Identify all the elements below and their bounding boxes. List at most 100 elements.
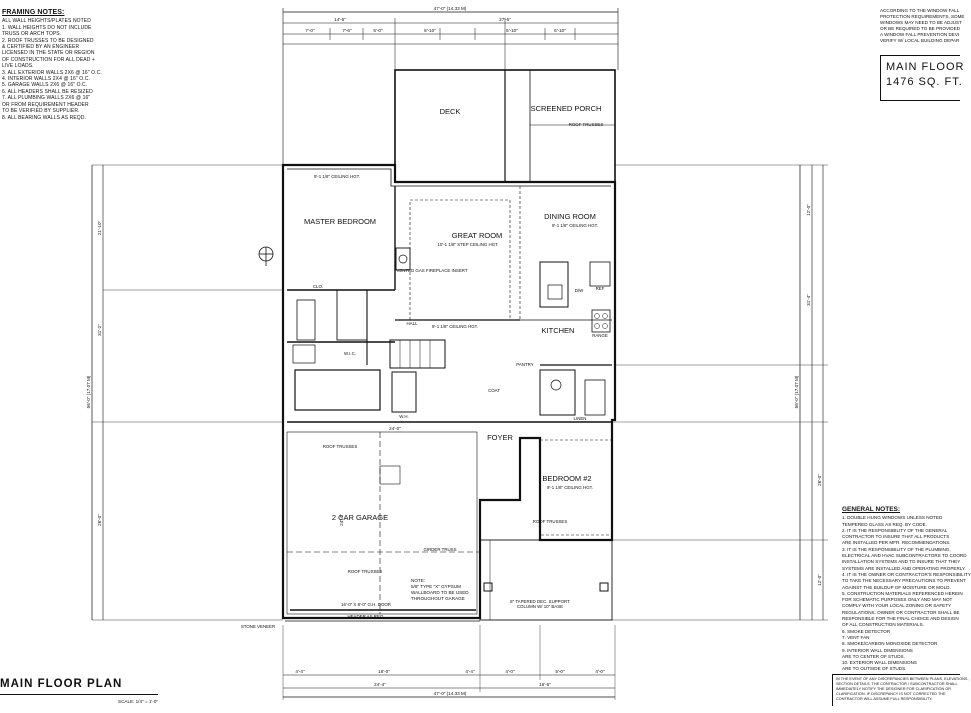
label-hall: HALL [407,321,419,326]
area-box-title: MAIN FLOOR [886,61,965,73]
label-master-bedroom: MASTER BEDROOM [304,217,376,226]
stair [389,339,446,369]
porch-column [483,582,493,592]
inner-wall [287,168,611,187]
roof-truss-note: ROOF TRUSSES [323,444,358,449]
label-screened-porch: SCREENED PORCH [531,104,602,113]
discrepancy-disclaimer: IN THE EVENT OF ANY DISCREPANCIES BETWEE… [832,674,969,706]
dim-text: 4'-4" [295,669,305,674]
step-ceiling [409,199,511,321]
label-great-room: GREAT ROOM [452,231,503,240]
burner [602,323,608,329]
dim-text: 14'-6" [334,17,346,22]
porch-column [599,582,609,592]
dim-text: 12'-0" [817,574,822,586]
floor-area-box: MAIN FLOOR 1476 SQ. FT. [880,55,965,101]
tapered-column-note: COLUMN W/ 10" BASE [517,604,563,609]
burner [594,313,600,319]
label-linen: LINEN [574,416,587,421]
dim-text: 12'-0" [806,204,811,216]
dim-text: 26'-0" [817,474,822,486]
note-line: WINDOWS MAY NEED TO BE ADJUST [880,20,962,25]
roof-truss-note: ROOF TRUSSES [348,569,383,574]
window-fall-note: ACCORDING TO THE WINDOW FALL PROTECTION … [880,8,965,44]
general-note-line: RESPONSIBLE FOR THE FINAL CHOICE AND DES… [842,616,959,622]
dim-text: 21'-10" [97,221,102,236]
dim-text: 24'-4" [374,682,386,687]
general-note-line: 5. CONSTRUCTION MATERIALS REFERENCED HER… [842,590,963,596]
framing-notes-heading: FRAMING NOTES: [2,9,65,16]
framing-note-line: TO BE VERIFIED BY SUPPLIER. [2,108,80,115]
label-deck: DECK [440,107,461,116]
framing-note-line: & CERTIFIED BY AN ENGINEER [2,44,80,51]
dim-text: 16'-0" [378,669,390,674]
fireplace [395,247,411,271]
framing-note-line: LIVE LOADS. [2,63,34,70]
roof-truss-note: ROOF TRUSSES [569,122,604,127]
disclaimer-line: CLARIFICATION. IF DISCREPANCY IS NOT COR… [836,692,946,696]
general-note-line: COMPLY WITH YOUR LOCAL ZONING OR SAFETY [842,603,952,609]
general-note-line: 8. SMOKE/CARBON MONOXIDE DETECTOR [842,641,938,647]
general-note-line: TEMPERED GLASS AS REQ. BY CODE. [842,521,927,527]
general-note-line: SYSTEMS ARE INSTALLED AND OPERATING PROP… [842,565,966,571]
toilet [550,379,562,391]
general-note-line: ARE TO CENTER OF STUDS. [842,653,905,659]
label-ref: REF [596,286,605,291]
fireplace-note: VENTED GAS FIREPLACE INSERT [396,268,467,273]
front-porch [479,539,613,621]
label-garage: 2 CAR GARAGE [332,513,388,522]
disclaimer-line: IN THE EVENT OF ANY DISCREPANCIES BETWEE… [836,677,969,681]
burner [594,323,600,329]
hall-bath [539,369,576,416]
label-coat: COAT [488,388,500,393]
framing-note-line: LICENSED IN THE STATE OR REGION [2,50,95,57]
garage-interior [286,431,478,615]
general-note-line: 4. IT IS THE OWNER OR CONTRACTOR'S RESPO… [842,571,971,577]
dim-text: 5'-10" [506,28,518,33]
tapered-column-note: 8" TAPERED DEC. SUPPORT [510,599,570,604]
gypsum-note: 5/8" TYPE "X" GYPSUM [411,584,461,589]
disclaimer-line: CONTRACTOR WILL ASSUME FULL RESPONSIBILI… [836,697,933,701]
framing-note-line: OF CONSTRUCTION FOR ALL DEAD + [2,56,95,63]
stone-veneer-note: STONE VENEER [241,624,275,629]
label-pantry: PANTRY [516,362,533,367]
area-box-sqft: 1476 SQ. FT. [886,76,963,88]
general-note-line: 7. VENT FAN [842,634,870,640]
dim-text: 31'-2" [97,324,102,336]
dim-garage-depth: 24'-4" [339,514,344,526]
dim-text: 27'-6" [499,17,511,22]
mudroom [294,369,381,411]
dim-text: 4'-0" [505,669,515,674]
general-note-line: 9. INTERIOR WALL DIMENSIONS [842,647,913,653]
framing-note-line: ALL WALL HEIGHTS/PLATES NOTED [2,18,91,25]
note-line: ACCORDING TO THE WINDOW FALL [880,8,960,13]
garage-header-note: HEADER AS REQ. [347,614,384,619]
note-line: A WINDOW FALL PREVENTION DEVI [880,32,960,37]
general-notes-heading: GENERAL NOTES: [842,506,901,513]
general-note-line: 2. IT IS THE RESPONSIBILITY OF THE GENER… [842,527,948,533]
general-note-line: ARE INSTALLED PER MFR. RECOMMENDATIONS. [842,540,951,546]
note-line: PROTECTION REQUIREMENTS, SOME [880,14,965,19]
label-bedroom-2: BEDROOM #2 [542,474,591,483]
ceiling-note-hall: 9'-1 1/8" CEILING HGT. [432,324,478,329]
framing-note-line: 1. WALL HEIGHTS DO NOT INCLUDE [2,24,92,31]
fireplace-insert [398,254,408,264]
dim-text: 5'-0" [373,28,383,33]
general-note-line: 3. IT IS THE RESPONSIBILITY OF THE PLUMB… [842,546,951,552]
vanity [292,344,316,364]
label-range: RANGE [592,333,608,338]
framing-note-line: 8. ALL BEARING WALLS AS REQD. [2,114,86,121]
label-dw: D/W [575,288,584,293]
burner [602,313,608,319]
refrigerator [589,261,611,287]
dim-text: 4'-4" [465,669,475,674]
general-note-line: REGULATIONS. OWNER OR CONTRACTOR SHALL B… [842,609,960,615]
framing-note-line: 5. GARAGE WALLS 2X6 @ 16" O.C. [2,82,88,89]
framing-note-line: TRUSS OR ARCH TOPS. [2,31,62,38]
general-note-line: 1. DOUBLE HUNG WINDOWS UNLESS NOTED [842,515,943,521]
disclaimer-line: SECTION DETAILS, THE CONTRACTOR / SUBCON… [836,682,958,686]
dim-overall-depth-left: 56'-0" (17.07 M) [86,375,91,408]
framing-note-line: 4. INTERIOR WALLS 2X4 @ 16" O.C. [2,76,90,83]
dim-text: 7'-6" [342,28,352,33]
